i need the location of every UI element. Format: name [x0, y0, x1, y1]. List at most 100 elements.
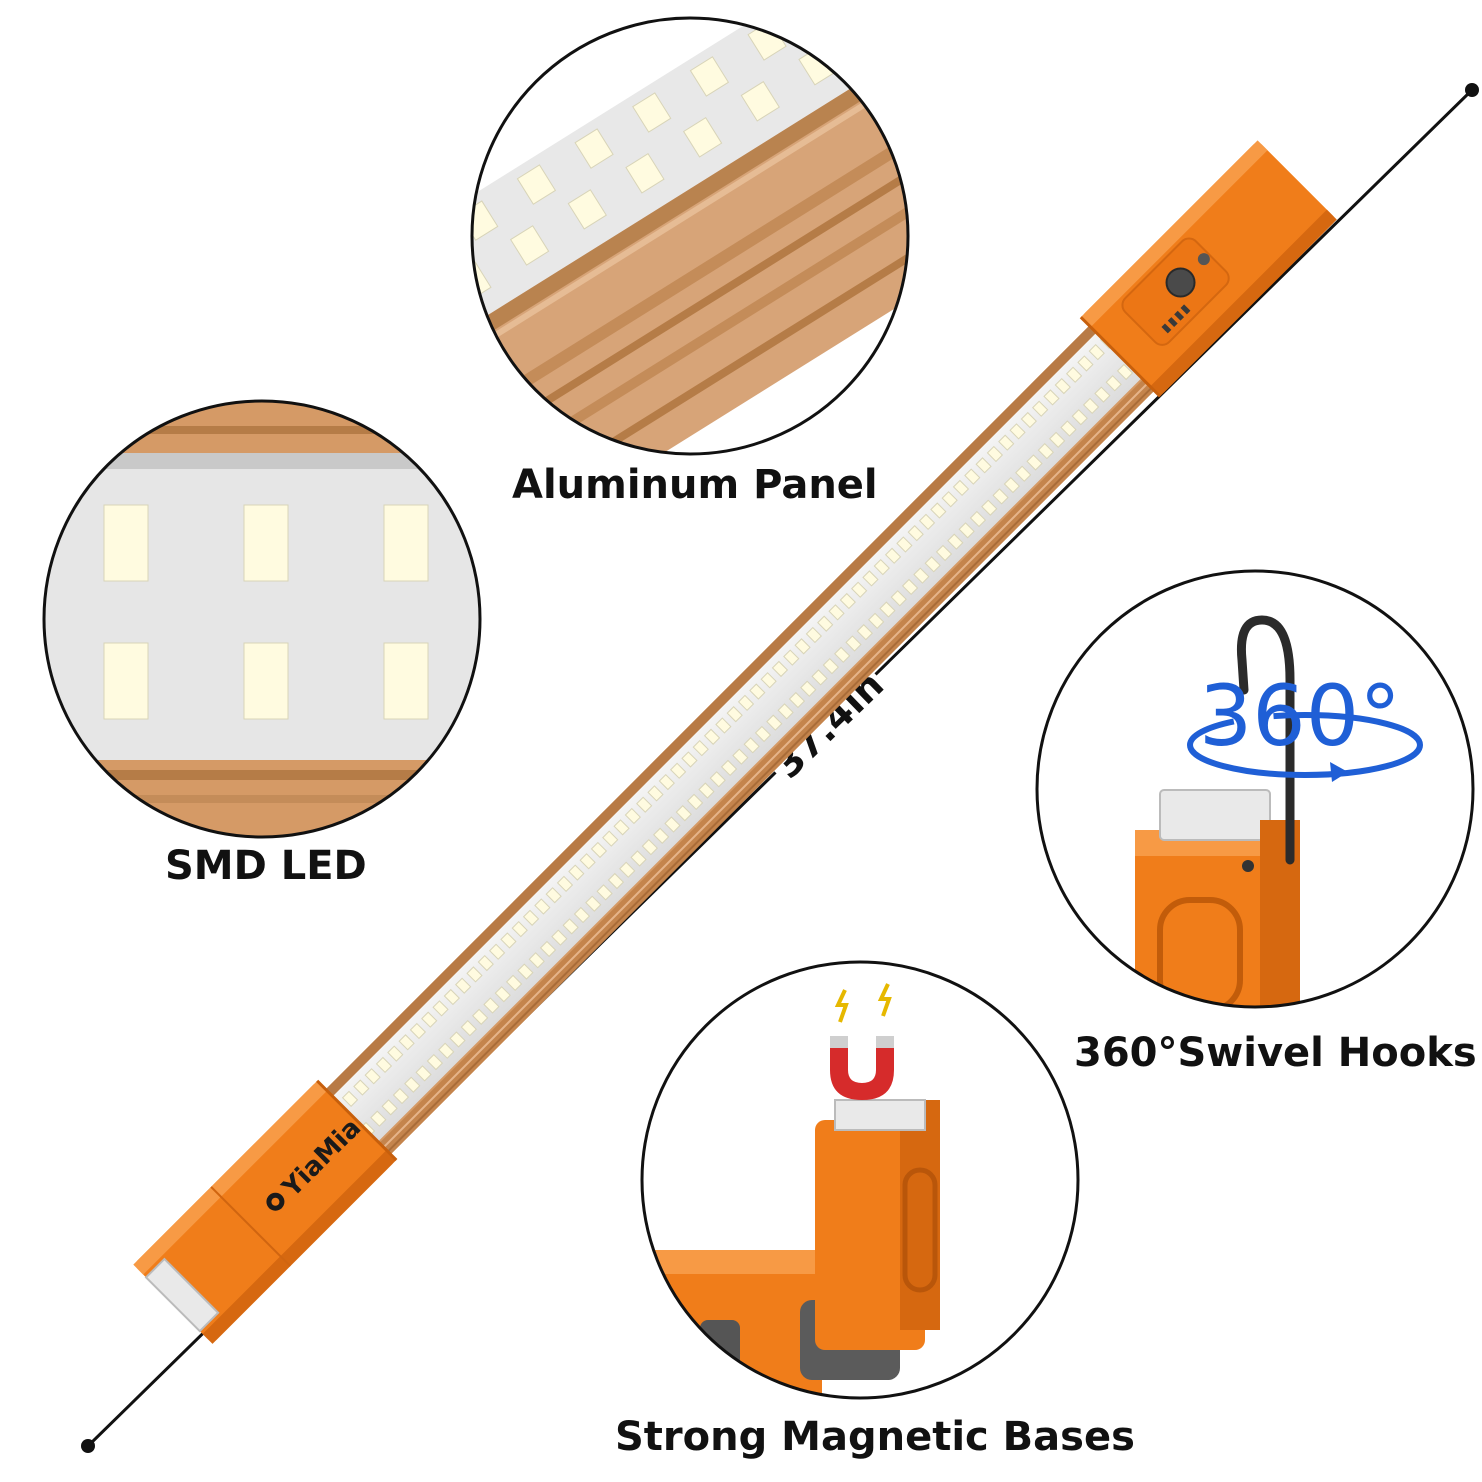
- swivel-hooks-label: 360°Swivel Hooks: [1074, 1030, 1477, 1076]
- led-chip: [381, 1099, 398, 1116]
- led-chip: [743, 737, 760, 754]
- led-chip: [1026, 454, 1043, 471]
- led-chip: [675, 805, 692, 822]
- led-chip: [353, 1079, 370, 1096]
- led-chip: [822, 657, 839, 675]
- led-chip: [243, 642, 289, 720]
- led-chip: [862, 570, 879, 587]
- led-chip: [1105, 375, 1122, 392]
- led-panel: [318, 318, 1156, 1156]
- led-chip: [243, 504, 289, 582]
- led-chip: [590, 841, 608, 859]
- led-chip: [472, 1008, 489, 1025]
- led-chip: [1082, 397, 1100, 415]
- led-chip: [545, 887, 562, 904]
- led-chip: [1043, 389, 1060, 406]
- led-chip: [1009, 423, 1026, 440]
- led-chip: [828, 604, 845, 621]
- led-chip: [579, 853, 596, 870]
- led-chip: [402, 237, 440, 276]
- led-chip: [653, 827, 670, 844]
- led-chip: [1049, 431, 1066, 448]
- led-chip: [969, 510, 987, 528]
- led-chip: [421, 1011, 438, 1028]
- led-chip: [1037, 443, 1054, 460]
- led-chip: [630, 850, 647, 867]
- led-chip: [884, 547, 902, 564]
- led-chip: [715, 717, 732, 734]
- light-bar: YiaMia: [133, 140, 1337, 1344]
- led-chip: [455, 977, 472, 994]
- led-chip: [986, 445, 1004, 463]
- led-chip: [914, 0, 952, 13]
- led-chip: [585, 895, 602, 912]
- rotate-arrow-icon: [1187, 712, 1423, 778]
- led-chip: [383, 642, 429, 720]
- led-chip: [855, 18, 896, 50]
- led-chip: [632, 92, 672, 133]
- led-chip: [383, 504, 429, 582]
- led-chip: [805, 18, 845, 25]
- led-chip: [568, 864, 585, 881]
- magnet-icon: [830, 1036, 894, 1100]
- led-chip: [516, 164, 557, 205]
- lightning-icon: [834, 989, 849, 1023]
- led-chip: [1077, 355, 1094, 372]
- led-chip: [641, 838, 658, 856]
- led-chip: [681, 751, 698, 768]
- led-chip: [567, 189, 607, 230]
- led-row: [330, 332, 1117, 1119]
- led-chip: [488, 943, 506, 960]
- callout-smd-led: [42, 399, 482, 839]
- led-chip: [494, 986, 511, 1003]
- led-chip: [766, 714, 783, 731]
- led-chip: [1020, 411, 1037, 429]
- logo-sun-icon: [266, 1192, 285, 1211]
- led-chip: [1015, 465, 1032, 482]
- led-chip: [811, 669, 828, 686]
- led-chip: [896, 536, 913, 553]
- led-chip: [398, 1034, 415, 1051]
- led-chip: [1071, 409, 1088, 426]
- callout-aluminum-panel: [344, 0, 952, 456]
- smd-led-label: SMD LED: [165, 843, 367, 889]
- led-chip: [913, 567, 930, 584]
- led-chip: [438, 1042, 455, 1059]
- led-chip: [783, 649, 800, 666]
- led-chip: [930, 502, 947, 519]
- led-chip: [1054, 377, 1071, 395]
- led-chip: [952, 479, 970, 497]
- led-chip: [737, 694, 755, 712]
- led-chip: [664, 816, 681, 833]
- led-chip: [596, 884, 613, 901]
- led-chip: [740, 80, 780, 122]
- led-chip: [472, 200, 499, 241]
- led-chip: [901, 578, 919, 596]
- power-button-icon[interactable]: [1161, 263, 1201, 303]
- led-chip: [613, 819, 630, 836]
- led-chip: [958, 522, 975, 539]
- led-chip: [777, 703, 794, 720]
- led-chip: [1116, 363, 1134, 381]
- led-chip: [720, 759, 738, 777]
- led-chip: [344, 273, 382, 312]
- led-chip: [698, 782, 715, 799]
- led-chip: [392, 1087, 410, 1105]
- led-chip: [624, 807, 642, 825]
- led-chip: [103, 504, 149, 582]
- led-chip: [1094, 386, 1111, 403]
- led-chip: [409, 1022, 427, 1040]
- led-chip: [726, 706, 743, 723]
- led-chip: [703, 728, 721, 745]
- led-chip: [935, 544, 953, 562]
- led-chip: [658, 773, 675, 791]
- led-chip: [947, 533, 964, 550]
- led-chip: [562, 918, 579, 935]
- aluminum-panel-label: Aluminum Panel: [512, 462, 878, 508]
- led-chip: [817, 615, 834, 632]
- dimension-endpoint: [81, 1439, 95, 1453]
- led-chip: [975, 457, 992, 474]
- led-chip: [375, 1056, 393, 1074]
- led-chip: [607, 872, 625, 890]
- led-chip: [845, 635, 862, 652]
